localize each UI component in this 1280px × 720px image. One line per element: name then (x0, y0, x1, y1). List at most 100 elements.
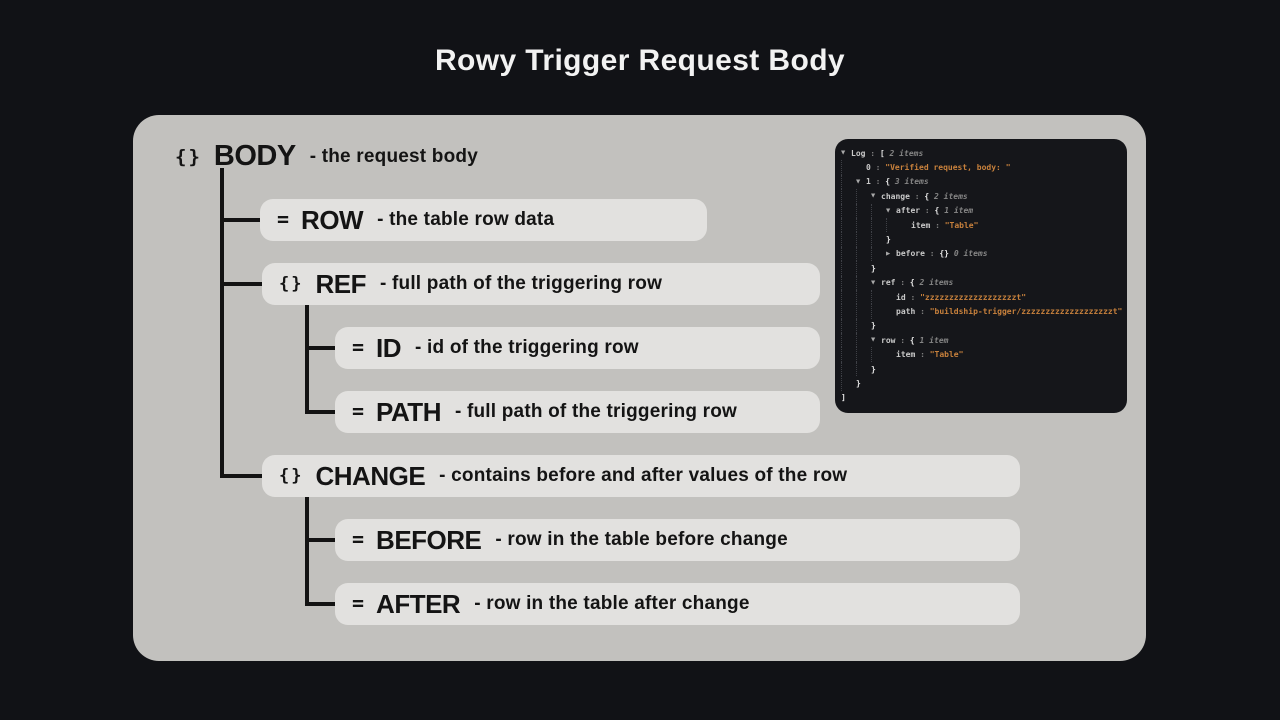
indent-guide (856, 217, 871, 233)
tree-connector (305, 305, 309, 414)
console-token-brace: } (871, 364, 876, 374)
console-token-key: item (911, 220, 931, 230)
tree-connector (305, 602, 335, 606)
tree-connector (220, 218, 262, 222)
console-line: item : "Table" (841, 347, 1124, 362)
console-line: 0 : "Verified request, body: " (841, 160, 1124, 175)
console-token-punct: : (930, 220, 945, 230)
console-token-str: "Table" (944, 220, 979, 230)
node-name: ID (376, 332, 402, 363)
tree-connector (305, 497, 309, 606)
console-token-key: row (881, 335, 896, 345)
console-token-brace: } (886, 235, 891, 245)
equals-icon: = (277, 207, 290, 231)
indent-guide (841, 160, 856, 175)
indent-guide (841, 217, 856, 233)
object-braces-icon: {} (175, 145, 202, 168)
equals-icon: = (352, 527, 365, 551)
console-token-punct: : (870, 163, 886, 173)
indent-guide (856, 318, 871, 334)
indent-guide (841, 203, 856, 218)
console-line: ▼change : { 2 items (841, 189, 1124, 204)
indent-guide (871, 203, 886, 218)
indent-guide (841, 304, 856, 319)
console-token-brace: } (856, 378, 861, 388)
indent-guide (841, 246, 856, 262)
indent-guide (841, 361, 856, 377)
console-line: ▼after : { 1 item (841, 203, 1124, 218)
indent-guide (841, 289, 856, 305)
collapse-toggle-icon[interactable]: ▼ (871, 337, 876, 344)
console-token-punct: : (895, 278, 910, 288)
console-token-meta: 2 items (914, 278, 954, 288)
object-braces-icon: {} (279, 466, 304, 486)
console-token-punct: : (915, 306, 930, 316)
tree-node-row: = ROW - the table row data (260, 199, 707, 241)
console-token-key: id (896, 292, 906, 302)
console-token-str: "Verified request, body: " (885, 163, 1011, 173)
tree-node-before: = BEFORE - row in the table before chang… (335, 519, 1020, 561)
console-token-punct: : (915, 350, 930, 360)
console-token-punct: : (870, 177, 886, 187)
page-title: Rowy Trigger Request Body (434, 44, 846, 77)
console-token-brace: {} (939, 249, 949, 259)
console-token-key: 1 (866, 177, 871, 187)
console-token-key: before (896, 249, 925, 259)
node-name: REF (315, 268, 366, 299)
indent-guide (841, 318, 856, 334)
tree-connector (220, 282, 262, 286)
expand-toggle-icon[interactable]: ▶ (886, 250, 891, 257)
console-token-brace: } (871, 321, 876, 331)
indent-guide (856, 361, 871, 377)
console-token-str: "Table" (929, 350, 964, 360)
node-description: - row in the table after change (474, 593, 750, 614)
collapse-toggle-icon[interactable]: ▼ (871, 193, 876, 200)
object-braces-icon: {} (279, 274, 304, 294)
console-line: } (841, 361, 1124, 377)
indent-guide (856, 203, 871, 218)
collapse-toggle-icon[interactable]: ▼ (871, 279, 876, 286)
console-token-meta: 2 items (884, 148, 924, 158)
indent-guide (856, 232, 871, 247)
node-name: BODY (213, 140, 296, 172)
tree-node-body: {} BODY - the request body (175, 140, 478, 173)
console-token-meta: 1 item (914, 335, 949, 345)
collapse-toggle-icon[interactable]: ▼ (886, 207, 891, 214)
console-token-str: "buildship-trigger/zzzzzzzzzzzzzzzzzzzt" (929, 306, 1123, 316)
collapse-toggle-icon[interactable]: ▼ (856, 178, 861, 185)
indent-guide (871, 217, 886, 233)
console-token-punct: : (865, 148, 880, 158)
node-name: BEFORE (376, 524, 482, 555)
tree-connector (305, 538, 335, 542)
console-token-punct: : (920, 206, 935, 216)
node-description: - contains before and after values of th… (439, 465, 848, 486)
tree-node-after: = AFTER - row in the table after change (335, 583, 1020, 625)
indent-guide (841, 347, 856, 362)
console-token-key: after (896, 206, 921, 216)
indent-guide (841, 275, 856, 290)
collapse-toggle-icon[interactable]: ▼ (841, 150, 846, 156)
console-token-brace: { (924, 191, 930, 201)
console-line: id : "zzzzzzzzzzzzzzzzzzzt" (841, 289, 1124, 305)
indent-guide (841, 174, 856, 190)
console-token-brace: ] (841, 393, 846, 403)
console-line: ▼row : { 1 item (841, 333, 1124, 348)
console-token-key: change (881, 191, 910, 201)
console-token-brace: { (885, 177, 891, 187)
indent-guide (841, 376, 856, 391)
console-line: ] (841, 391, 1124, 405)
console-line: item : "Table" (841, 217, 1124, 233)
console-token-meta: 3 items (890, 177, 929, 187)
console-token-brace: } (871, 263, 876, 273)
console-token-brace: { (909, 278, 915, 288)
console-token-key: item (896, 350, 916, 360)
tree-connector (220, 168, 224, 478)
console-line: } (841, 232, 1124, 247)
console-token-key: ref (881, 278, 896, 288)
console-token-meta: 0 items (949, 249, 988, 259)
console-line: ▶before : {} 0 items (841, 246, 1124, 262)
console-token-key: path (896, 306, 916, 316)
console-line: ▼Log : [ 2 items (841, 146, 1124, 160)
tree-node-path: = PATH - full path of the triggering row (335, 391, 820, 433)
